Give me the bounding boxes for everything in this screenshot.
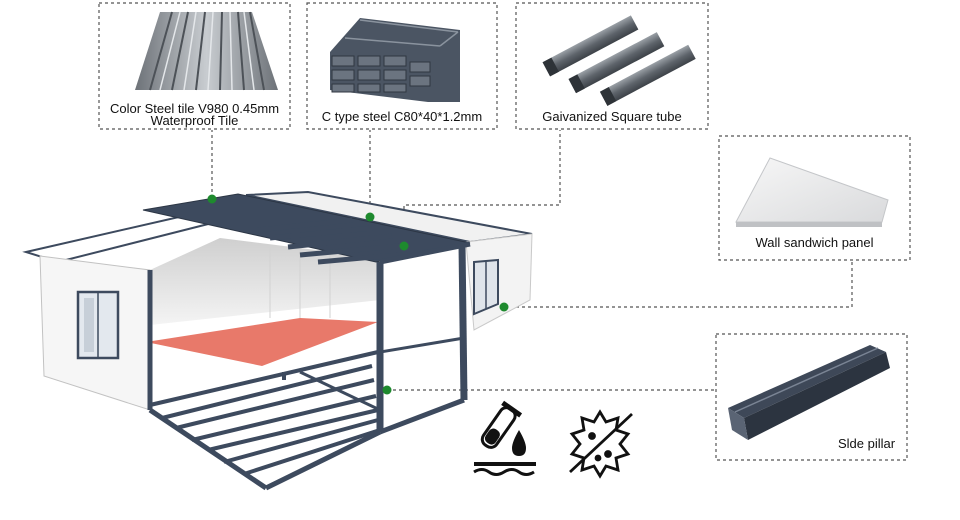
c-type-steel-image	[330, 18, 460, 102]
wall-panel-callout-box	[718, 135, 911, 261]
tile-marker	[207, 194, 217, 204]
wall-panel-leader	[504, 261, 853, 308]
tile-callout-box	[98, 2, 291, 130]
marker-dots	[207, 194, 509, 395]
square-tube-callout-box	[515, 2, 709, 130]
anti-corrosion-icon	[569, 409, 633, 479]
callout-boxes	[98, 2, 911, 461]
c-steel-label: C type steel C80*40*1.2mm	[321, 109, 483, 124]
tile-label-line1: Color Steel tile V980 0.45mm	[109, 101, 280, 116]
color-steel-tile-image	[135, 11, 278, 91]
side-pillar-callout-box	[715, 333, 908, 461]
c-steel-marker	[365, 212, 375, 222]
side-pillar-label: Slde pillar	[838, 436, 896, 451]
house-illustration	[22, 190, 533, 491]
left-window	[76, 290, 120, 360]
square-tube-marker	[399, 241, 409, 251]
wall-sandwich-panel-image	[735, 157, 889, 227]
tile-label-line2: Waterproof Tile	[150, 113, 239, 128]
square-tube-label: Gaivanized Square tube	[542, 109, 682, 124]
side-pillar-marker	[382, 385, 392, 395]
square-tube-image	[542, 15, 696, 106]
wall-panel-label: Wall sandwich panel	[755, 235, 874, 250]
right-window	[473, 258, 499, 316]
c-steel-callout-box	[306, 2, 498, 130]
waterproof-icon	[473, 400, 536, 476]
wall-panel-marker	[499, 302, 509, 312]
side-pillar-image	[728, 345, 890, 440]
